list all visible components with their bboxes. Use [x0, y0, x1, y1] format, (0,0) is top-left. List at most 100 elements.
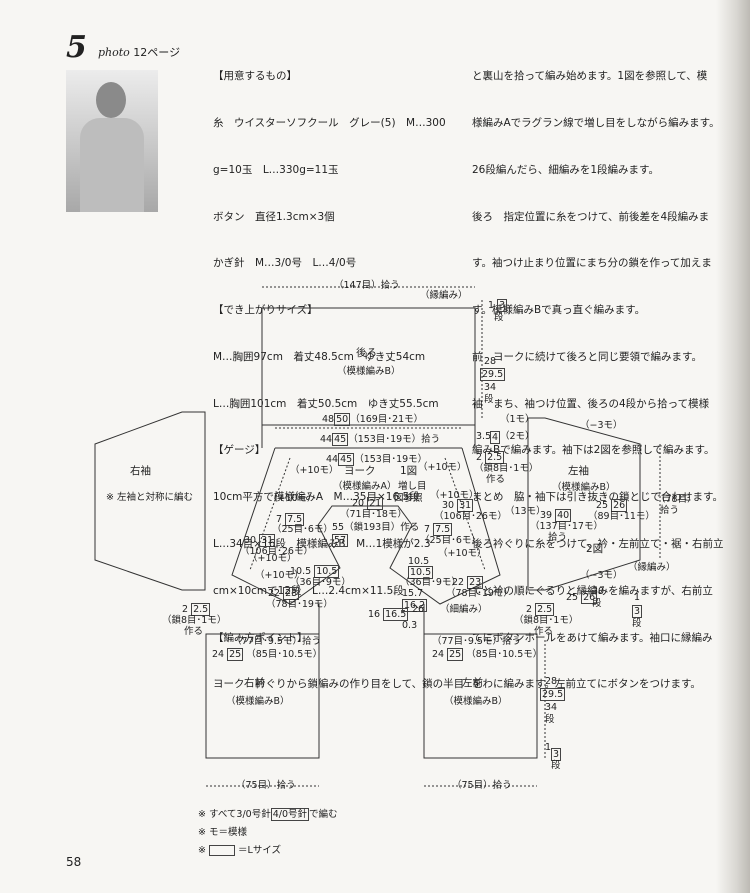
materials-line: L…胸囲101cm 着丈50.5cm ゆき丈55.5cm: [213, 397, 439, 410]
materials-line: 【用意するもの】: [213, 70, 297, 83]
yoke-22-left: 22 23: [268, 587, 300, 600]
yoke-36-left: （36目･9モ）: [290, 577, 351, 588]
materials-line: 10cm平方で模様編みA M…35目×16.5段: [213, 491, 420, 504]
pattern-number: 5: [66, 30, 87, 65]
yoke-106-right: （106目･26モ）: [434, 511, 507, 522]
increase-label: （+10モ）: [430, 490, 479, 501]
increase-label: （+10モ）: [268, 493, 317, 504]
materials-line: cm×10cmで12段 L…2.4cm×11.5段: [213, 584, 404, 597]
right-front-pattern: （模様編みB）: [226, 696, 290, 707]
increase-label: （+10モ）: [290, 465, 339, 476]
instructions-line: 袖 まち、袖つけ位置、後ろの4段から拾って模様: [472, 397, 710, 410]
edging-cuff-label: （縁編み）: [628, 562, 676, 573]
sleeve-bottom-3dan: 段: [632, 618, 642, 629]
yoke-7-right: 7 7.5: [424, 523, 453, 536]
fig1-sub: 図参照: [394, 493, 423, 504]
materials-line: 糸 ウイスターソフクール グレー(5) M…300: [213, 116, 446, 129]
yoke-22-right: 22 23: [452, 576, 484, 589]
yoke-pattern: （模様編みA）: [333, 481, 397, 492]
front-162-label: 16.2: [402, 599, 428, 612]
sleeve-137-pick: 拾う: [548, 532, 568, 543]
front-16-label: 16 16.5: [368, 608, 409, 621]
right-front-title: 右前: [244, 677, 265, 689]
right-front-24: 24 25 （85目･10.5モ）: [212, 648, 323, 661]
right-front-75: （75目）拾う: [236, 780, 296, 791]
materials-line: g=10玉 L…330g=11玉: [213, 163, 339, 176]
yoke-right-outline: [389, 447, 501, 605]
yoke-36-right: （36目･9モ）: [400, 577, 461, 588]
gusset-1mo-label: （1モ）: [500, 414, 535, 425]
materials-line: ヨーク 衿ぐりから鎖編みの作り目をして、鎖の半目: [213, 678, 465, 691]
front-bottom-3: 3: [551, 748, 562, 761]
increase-label: （+10モ）: [248, 553, 297, 564]
instructions-line: 前 ヨークに続けて後ろと同じ要領で編みます。: [472, 350, 702, 363]
edging-label: （縁編み）: [420, 290, 468, 301]
fig1-label: 1図: [400, 465, 418, 477]
footer-note-lsize: ※ ＝Lサイズ: [198, 845, 282, 856]
book-gutter-shadow: [716, 0, 750, 893]
left-front-panel: [423, 633, 538, 759]
sleeve-decrease-bottom: （−3モ）: [580, 570, 623, 581]
yoke-30-left: 30 31: [244, 534, 276, 547]
sleeve-bottom-1: 1: [634, 592, 641, 603]
gusset-2-left: 2 2.5: [182, 603, 211, 616]
gusset-chain-left: （鎖8目･1モ）: [162, 615, 227, 626]
back-title: 後ろ: [356, 347, 377, 359]
sleeve-137-label: （137目･17モ）: [530, 521, 603, 532]
sleeve-89-label: （89目･11モ）: [588, 511, 655, 522]
left-front-77: （77目･9.5モ）拾う: [432, 636, 521, 647]
gusset-chain-label: （鎖8目･1モ）: [474, 463, 539, 474]
front-157-label: 15.7: [402, 588, 424, 599]
materials-line: かぎ針 M…3/0号 L…4/0号: [213, 257, 357, 270]
back-top-label: （147目）拾う: [334, 280, 400, 291]
materials-line: M…胸囲97cm 着丈48.5cm ゆき丈54cm: [213, 350, 426, 363]
front-height-295: 29.5: [540, 688, 566, 701]
left-sleeve-pattern: （模様編みB）: [552, 482, 616, 493]
instructions-line: 後ろ衿ぐりに糸をつけて、衿・左前立て・裾・右前立: [472, 538, 724, 550]
back-panel: [261, 307, 476, 426]
footer-note-pattern: ※ モ＝模様: [198, 827, 247, 838]
sleeve-bottom-dan: 段: [592, 598, 602, 609]
left-front-title: 左前: [462, 677, 483, 689]
materials-line: 【でき上がりサイズ】: [213, 304, 318, 317]
instructions-line: 編みBで編みます。袖下は2図を参照して編みます。: [472, 444, 715, 457]
back-row-label: 1 3: [488, 299, 508, 312]
page-number: 58: [66, 855, 82, 869]
left-front-24: 24 25 （85目･10.5モ）: [432, 648, 543, 661]
sleeve-bottom-30: 30: [592, 586, 605, 597]
gusset-2-lfront: 2 2.5: [526, 603, 555, 616]
yoke-title: ヨーク: [344, 465, 376, 477]
front-bottom-dan: 段: [551, 760, 561, 771]
increase-label: （+10モ）: [418, 462, 467, 473]
gusset-chain-lfront: （鎖8目･1モ）: [514, 615, 579, 626]
instructions-line: す。袖つけ止まり位置にまち分の鎖を作って加えま: [472, 257, 712, 270]
sleeve-39-label: 39 40: [540, 509, 572, 522]
left-front-pattern: （模様編みB）: [444, 696, 508, 707]
yoke-78-right: （78目･19モ）: [446, 588, 513, 599]
right-front-panel: [205, 633, 320, 759]
back-height: 28: [484, 356, 497, 367]
front-03-label: 0.3: [402, 620, 418, 631]
gusset-2-label: 2 2.5: [476, 451, 505, 464]
sleeve-25-label: 25 26: [596, 499, 628, 512]
gusset-make-left: 作る: [184, 626, 204, 637]
increase-label: （+10モ）: [438, 548, 487, 559]
front-bottom-1: 1: [545, 742, 552, 753]
gusset-4-label: 4: [490, 431, 501, 444]
yoke-30-right: 30 31: [442, 499, 474, 512]
model-photo-body: [80, 118, 144, 212]
materials-line: 【編み方ポイント】: [213, 631, 308, 644]
sleeve-78-pick: 拾う: [660, 505, 680, 516]
instructions-line: まとめ 脇・袖下は引き抜きの鎖とじで合わせます。: [472, 491, 723, 504]
materials-line: 【ゲージ】: [213, 444, 266, 457]
neck-57-label: 57: [332, 534, 349, 547]
back-height-unit: 段: [484, 394, 494, 405]
gusset-make-label: 作る: [486, 474, 506, 485]
sleeve-bottom-25: 25 26: [566, 591, 598, 604]
neckline: [317, 505, 413, 526]
sleeve-decrease-top: （−3モ）: [580, 420, 623, 431]
